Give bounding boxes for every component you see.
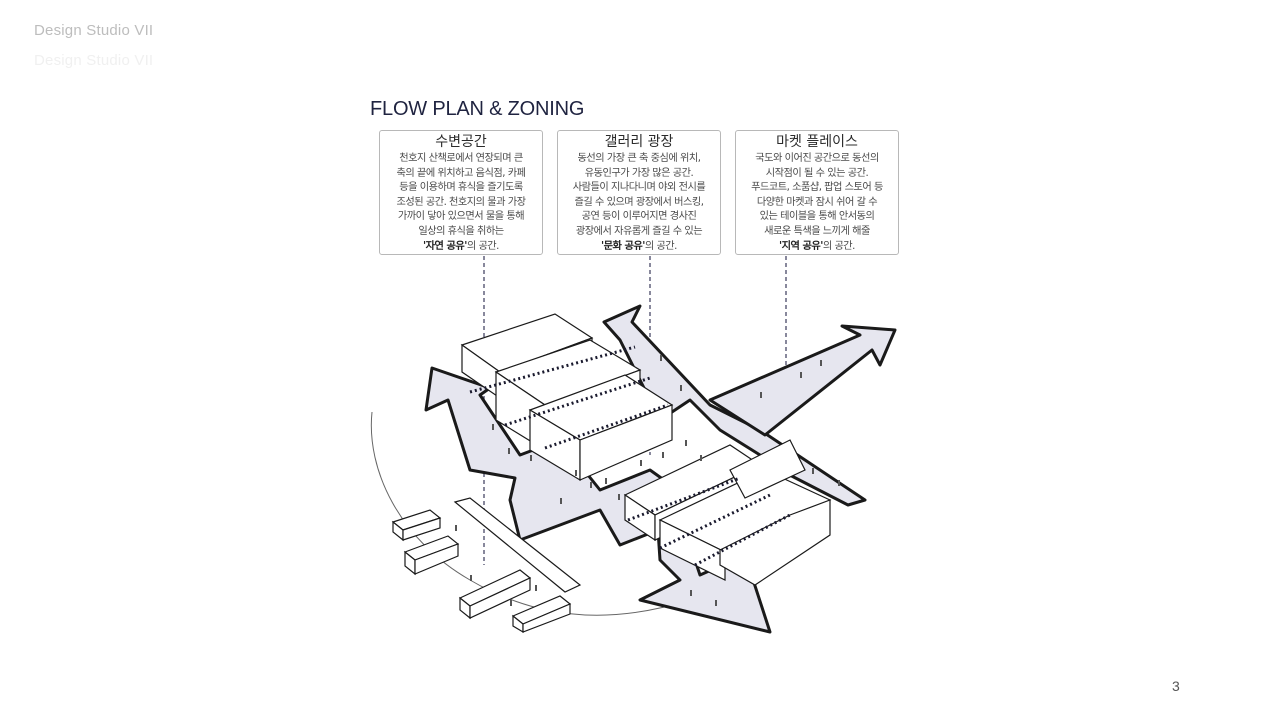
zone-emphasis: '자연 공유' — [423, 240, 467, 252]
zone-box-waterfront: 수변공간 천호지 산책로에서 연장되며 큰 축의 끝에 위치하고 음식점, 카페… — [379, 130, 543, 255]
studio-label-ghost: Design Studio VII — [34, 52, 154, 69]
people-figures — [455, 355, 840, 606]
zone-emphasis: '지역 공유' — [779, 240, 823, 252]
building-cluster-east — [623, 439, 832, 586]
zone-description: 동선의 가장 큰 축 중심에 위치, 유동인구가 가장 많은 공간. 사람들이 … — [572, 153, 706, 252]
zone-description: 천호지 산책로에서 연장되며 큰 축의 끝에 위치하고 음식점, 카페 등을 이… — [396, 153, 526, 252]
page-title: FLOW PLAN & ZONING — [370, 98, 585, 120]
zone-box-gallery-plaza: 갤러리 광장 동선의 가장 큰 축 중심에 위치, 유동인구가 가장 많은 공간… — [557, 130, 721, 255]
zone-heading: 갤러리 광장 — [604, 134, 674, 150]
flow-dotted-lines — [469, 345, 791, 567]
flow-arrow-east — [708, 324, 897, 437]
zone-heading: 마켓 플레이스 — [776, 134, 858, 150]
page-number: 3 — [1172, 678, 1180, 694]
zone-heading: 수변공간 — [435, 134, 487, 150]
zone-box-market-place: 마켓 플레이스 국도와 이어진 공간으로 동선의 시작점이 될 수 있는 공간.… — [735, 130, 899, 255]
studio-label: Design Studio VII — [34, 22, 154, 39]
zone-emphasis: '문화 공유' — [601, 240, 645, 252]
zone-description: 국도와 이어진 공간으로 동선의 시작점이 될 수 있는 공간. 푸드코트, 소… — [751, 153, 883, 252]
waterfront-pavilions — [391, 497, 582, 634]
